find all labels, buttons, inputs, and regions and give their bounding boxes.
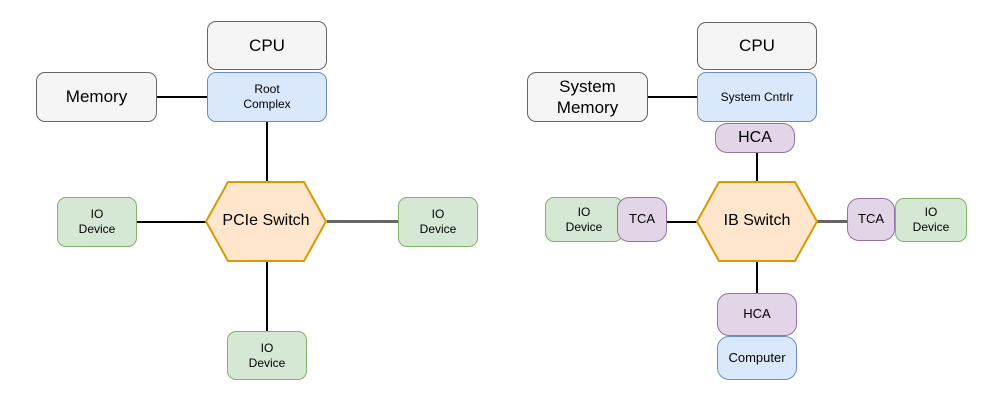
memory-root-complex-edge — [157, 96, 207, 98]
switch-io-right-edge — [327, 220, 398, 223]
io-device-right-label: IO Device — [912, 205, 950, 234]
hca-top-box: HCA — [715, 123, 795, 153]
io-device-left-label: IO Device — [78, 207, 116, 236]
system-memory-box: System Memory — [527, 72, 648, 122]
computer-box: Computer — [717, 336, 797, 380]
io-device-right-box: IO Device — [398, 197, 478, 247]
tca-right-label: TCA — [858, 211, 884, 227]
hca-top-label: HCA — [738, 129, 772, 146]
hca-switch-edge — [756, 153, 758, 182]
pcie-switch-hexagon: PCIe Switch — [205, 181, 327, 262]
cpu-label: CPU — [739, 36, 775, 56]
hca-bottom-box: HCA — [717, 293, 797, 336]
system-memory-label: System Memory — [556, 76, 619, 117]
memory-box: Memory — [36, 72, 157, 122]
io-device-bottom-box: IO Device — [227, 331, 307, 380]
system-memory-cntrlr-edge — [648, 96, 697, 98]
io-device-left-label: IO Device — [565, 204, 603, 234]
pcie-switch-label: PCIe Switch — [222, 212, 310, 230]
io-device-right-box: IO Device — [895, 198, 967, 242]
io-device-left-box: IO Device — [545, 197, 623, 242]
hexagon-shape — [205, 181, 327, 262]
tca-left-box: TCA — [617, 197, 667, 242]
switch-io-bottom-edge — [266, 262, 268, 331]
root-complex-switch-edge — [266, 122, 268, 182]
cpu-box: CPU — [697, 22, 817, 70]
system-cntrlr-box: System Cntrlr — [697, 72, 817, 122]
root-complex-label: Root Complex — [243, 82, 291, 111]
tca-left-label: TCA — [629, 211, 655, 227]
io-device-bottom-label: IO Device — [248, 340, 286, 370]
ib-switch-label: IB Switch — [723, 212, 791, 230]
switch-io-left-edge — [137, 221, 206, 223]
switch-tca-right-edge — [817, 220, 847, 223]
switch-tca-left-edge — [667, 221, 697, 223]
switch-hca-bottom-edge — [756, 262, 758, 293]
tca-right-box: TCA — [847, 198, 895, 241]
cpu-label: CPU — [249, 35, 285, 55]
memory-label: Memory — [65, 87, 128, 107]
hca-bottom-label: HCA — [743, 306, 771, 322]
root-complex-box: Root Complex — [207, 72, 327, 122]
io-device-right-label: IO Device — [419, 207, 457, 236]
system-cntrlr-label: System Cntrlr — [720, 89, 794, 104]
ib-switch-hexagon: IB Switch — [696, 181, 818, 262]
io-device-left-box: IO Device — [57, 197, 137, 247]
hexagon-shape — [696, 181, 818, 262]
computer-label: Computer — [728, 349, 786, 365]
cpu-box: CPU — [207, 21, 327, 70]
